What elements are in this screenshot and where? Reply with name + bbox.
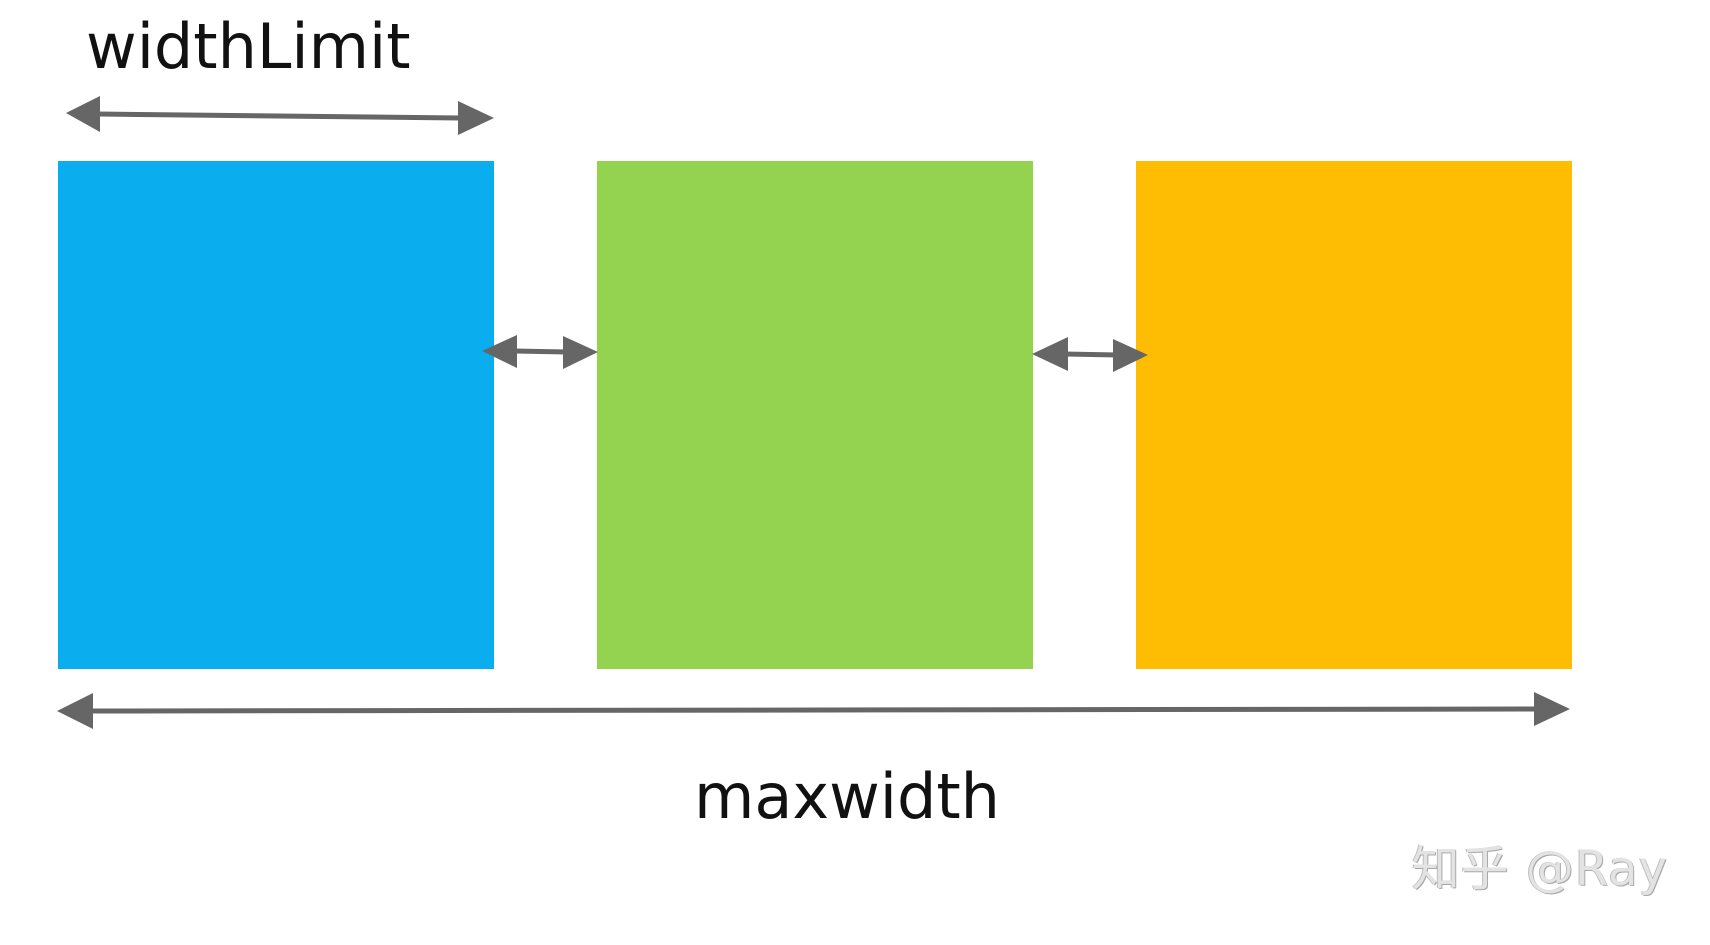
left-arrowhead-icon: [482, 335, 517, 368]
right-arrowhead-icon: [1113, 339, 1148, 372]
left-arrowhead-icon: [66, 96, 100, 132]
orange-box: [1136, 161, 1572, 669]
gap-arrow-right: [1032, 337, 1148, 372]
right-arrowhead-icon: [1534, 692, 1570, 726]
gap-arrow-left: [482, 335, 598, 369]
box-row: [58, 161, 1572, 669]
left-arrowhead-icon: [1032, 337, 1068, 371]
blue-box: [58, 161, 494, 669]
watermark: 知乎 @Ray: [1411, 841, 1668, 897]
width-limit-arrow: [66, 96, 494, 135]
max-width-label: maxwidth: [694, 760, 1000, 833]
right-arrowhead-icon: [458, 101, 494, 135]
green-box: [597, 161, 1033, 669]
max-width-arrow: [57, 692, 1570, 729]
width-limit-label: widthLimit: [86, 10, 411, 83]
left-arrowhead-icon: [57, 693, 93, 729]
right-arrowhead-icon: [563, 336, 598, 369]
